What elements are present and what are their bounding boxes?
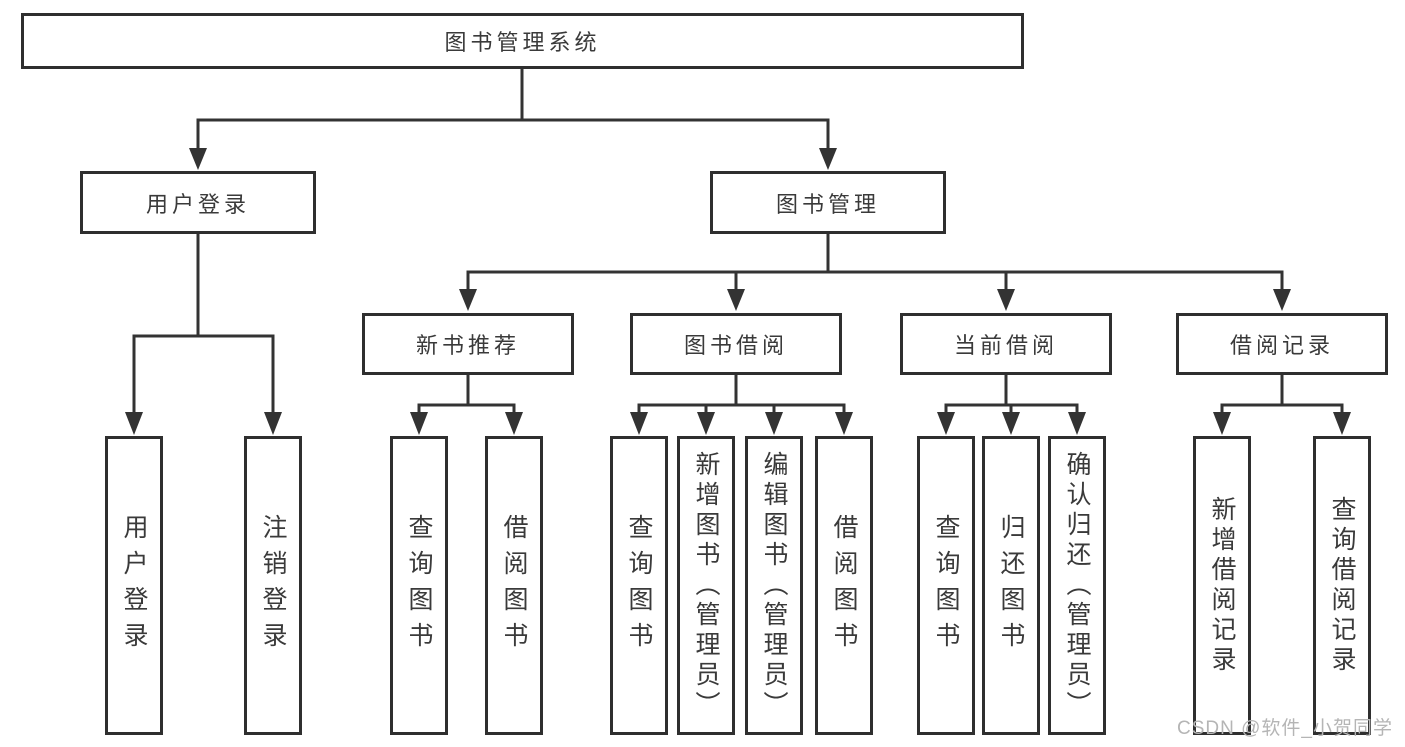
leaf-user-login-label: 用户登录	[120, 513, 148, 658]
node-root: 图书管理系统	[21, 13, 1024, 69]
node-borrowing-records-label: 借阅记录	[1229, 333, 1334, 358]
leaf-query-borrow-record: 查询借阅记录	[1313, 436, 1371, 735]
leaf-add-borrow-record: 新增借阅记录	[1193, 436, 1251, 735]
leaf-query-books-label: 查询图书	[625, 513, 653, 658]
leaf-borrow-books: 借阅图书	[485, 436, 543, 735]
leaf-borrow-books: 借阅图书	[815, 436, 873, 735]
leaf-query-borrow-record-label: 查询借阅记录	[1328, 495, 1356, 676]
leaf-return-books-label: 归还图书	[997, 513, 1025, 658]
leaf-add-borrow-record-label: 新增借阅记录	[1208, 495, 1236, 676]
leaf-user-login: 用户登录	[105, 436, 163, 735]
node-new-book-recommendation-label: 新书推荐	[415, 333, 520, 358]
leaf-edit-books-admin: 编辑图书（管理员）	[745, 436, 803, 735]
leaf-confirm-return-admin: 确认归还（管理员）	[1048, 436, 1106, 735]
leaf-return-books: 归还图书	[982, 436, 1040, 735]
leaf-query-books: 查询图书	[917, 436, 975, 735]
node-user-login-label: 用户登录	[145, 191, 250, 217]
leaf-borrow-books-label: 借阅图书	[830, 513, 858, 658]
leaf-logout-login-label: 注销登录	[259, 513, 287, 658]
leaf-borrow-books-label: 借阅图书	[500, 513, 528, 658]
leaf-query-books: 查询图书	[390, 436, 448, 735]
node-current-borrowing: 当前借阅	[900, 313, 1112, 375]
node-book-borrowing: 图书借阅	[630, 313, 842, 375]
node-current-borrowing-label: 当前借阅	[953, 333, 1058, 358]
watermark: CSDN @软件_小贺同学	[1177, 718, 1393, 739]
node-new-book-recommendation: 新书推荐	[362, 313, 574, 375]
node-book-management-label: 图书管理	[775, 191, 880, 217]
leaf-query-books: 查询图书	[610, 436, 668, 735]
node-book-management: 图书管理	[710, 171, 946, 234]
leaf-query-books-label: 查询图书	[932, 513, 960, 658]
node-borrowing-records: 借阅记录	[1176, 313, 1388, 375]
node-user-login: 用户登录	[80, 171, 316, 234]
leaf-edit-books-admin-label: 编辑图书（管理员）	[760, 450, 788, 721]
leaf-query-books-label: 查询图书	[405, 513, 433, 658]
node-book-borrowing-label: 图书借阅	[683, 333, 788, 358]
leaf-confirm-return-admin-label: 确认归还（管理员）	[1063, 450, 1091, 721]
leaf-add-books-admin: 新增图书（管理员）	[677, 436, 735, 735]
leaf-add-books-admin-label: 新增图书（管理员）	[692, 450, 720, 721]
leaf-logout-login: 注销登录	[244, 436, 302, 735]
node-root-label: 图书管理系统	[444, 30, 601, 55]
